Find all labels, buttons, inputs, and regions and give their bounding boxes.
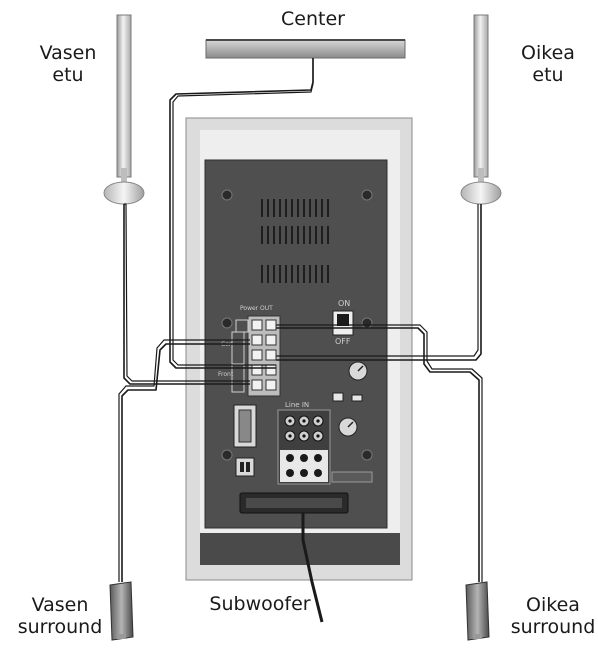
line-in-jacks xyxy=(277,409,331,485)
rear-left-speaker xyxy=(109,581,134,641)
front-right-label: Oikea etu xyxy=(521,42,575,86)
screw xyxy=(361,317,373,329)
power-switch[interactable] xyxy=(332,310,354,336)
crossover-knob[interactable] xyxy=(338,417,358,437)
subwoofer-label: Subwoofer xyxy=(209,593,311,615)
power-out-terminals xyxy=(231,315,281,397)
db-connector xyxy=(233,404,257,448)
screw xyxy=(221,449,233,461)
front-left-label: Vasen etu xyxy=(39,42,97,86)
power-out-label: Power OUT xyxy=(240,305,273,312)
rear-right-speaker xyxy=(465,581,490,641)
center-label: Center xyxy=(281,8,345,30)
dip-switch[interactable] xyxy=(235,457,255,477)
front-right-speaker xyxy=(460,14,502,205)
screw xyxy=(221,317,233,329)
screw xyxy=(361,189,373,201)
vent-grille xyxy=(261,199,329,283)
speaker-cables xyxy=(118,58,483,623)
line-in-label: Line IN xyxy=(285,401,309,409)
front-left-speaker xyxy=(103,14,145,205)
mains-inlet xyxy=(331,471,373,483)
subwoofer-cabinet: Power OUT Cen Front ON OFF xyxy=(185,117,413,581)
rear-right-label: Oikea surround xyxy=(510,594,596,638)
switch-on-label: ON xyxy=(338,299,350,308)
channel-front-label: Front xyxy=(218,371,234,378)
rear-left-label: Vasen surround xyxy=(17,594,103,638)
switch-off-label: OFF xyxy=(335,337,351,346)
handle xyxy=(239,492,349,514)
center-speaker xyxy=(205,39,406,59)
screw xyxy=(221,189,233,201)
screw xyxy=(361,449,373,461)
volume-knob[interactable] xyxy=(348,361,368,381)
